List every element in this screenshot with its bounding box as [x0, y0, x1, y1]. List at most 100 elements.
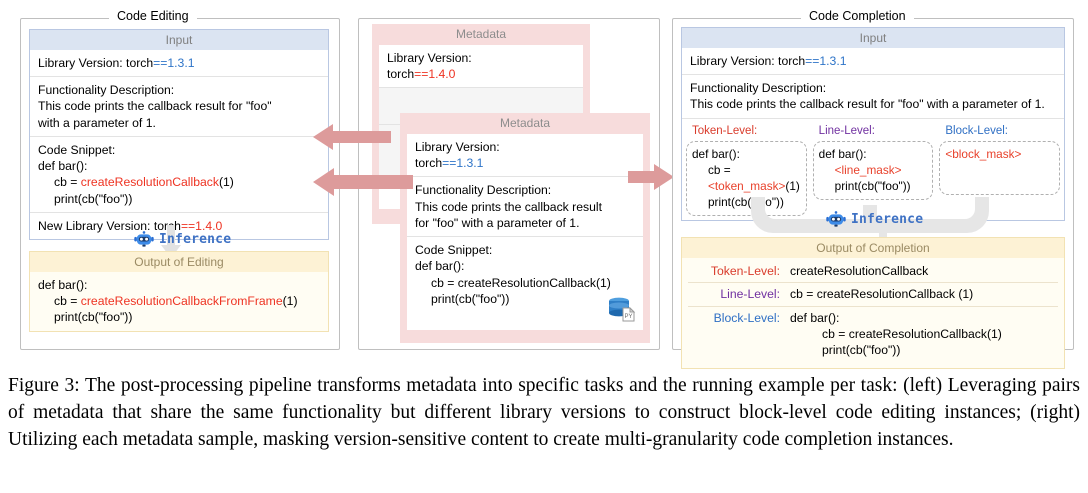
metadata-front-lv-label: Library Version: — [415, 140, 500, 154]
granularity-block-level-box: <block_mask> — [939, 140, 1061, 195]
left-input-body: Library Version: torch==1.3.1 Functional… — [30, 50, 328, 239]
granularity-block-level-label: Block-Level: — [945, 124, 1008, 137]
left-library-version: Library Version: torch==1.3.1 — [30, 50, 328, 76]
arrow-right-icon — [628, 164, 674, 190]
right-library-version-value: ==1.3.1 — [805, 54, 847, 68]
group-title-code-editing: Code Editing — [109, 9, 197, 23]
left-out-line-2-fn: createResolutionCallbackFromFrame — [80, 294, 283, 309]
metadata-front-code: Code Snippet: def bar(): cb = createReso… — [407, 236, 643, 312]
right-input-box: Input Library Version: torch==1.3.1 Func… — [681, 27, 1065, 222]
left-library-version-value: ==1.3.1 — [153, 56, 195, 70]
granularity-line-level-label: Line-Level: — [818, 124, 875, 137]
metadata-back-library-version: Library Version: torch==1.4.0 — [379, 45, 583, 87]
output-row-token-level-label: Token-Level: — [710, 264, 780, 278]
left-code-line-2-fn: createResolutionCallback — [80, 175, 219, 190]
left-functionality: Functionality Description: This code pri… — [30, 76, 328, 136]
right-output-body: Token-Level: createResolutionCallback Li… — [682, 258, 1064, 368]
left-inference-label: Inference — [159, 232, 232, 247]
metadata-front-code-line-2: cb = createResolutionCallback(1) — [431, 275, 611, 290]
right-merge-arrow-icon — [751, 197, 989, 249]
metadata-back-lv-label: Library Version: — [387, 51, 472, 65]
metadata-front-code-line-1: def bar(): — [415, 259, 465, 274]
left-output-band: Output of Editing — [30, 252, 328, 272]
left-out-line-2-pre: cb = — [54, 294, 81, 309]
figure-diagram: Code Editing Input Library Version: torc… — [20, 9, 1074, 369]
left-code-line-2: cb = createResolutionCallback(1) — [38, 174, 320, 190]
left-new-version-label: New Library Version: torch — [38, 218, 181, 233]
left-out-line-2: cb = createResolutionCallbackFromFrame(1… — [38, 293, 320, 309]
token-line-2: cb = <token_mask>(1) — [692, 162, 801, 194]
group-code-editing: Code Editing Input Library Version: torc… — [20, 9, 340, 350]
output-row-line-level-value: cb = createResolutionCallback (1) — [790, 287, 974, 302]
left-out-line-3: print(cb("foo")) — [54, 310, 133, 325]
right-func-text: This code prints the callback result for… — [690, 97, 1045, 112]
left-func-text-1: This code prints the callback result for… — [38, 99, 272, 114]
left-input-band: Input — [30, 30, 328, 50]
svg-text:PY: PY — [624, 314, 632, 320]
metadata-front-func-text-2: for "foo" with a parameter of 1. — [415, 215, 580, 230]
token-line-2-pre: cb = — [708, 162, 731, 177]
right-functionality: Functionality Description: This code pri… — [682, 74, 1064, 117]
metadata-card-back-head: Metadata — [455, 27, 507, 41]
metadata-front-func-text-1: This code prints the callback result — [415, 199, 602, 214]
left-output-code: def bar(): cb = createResolutionCallback… — [30, 272, 328, 331]
metadata-back-lv-pre: torch — [387, 67, 415, 82]
right-inference-label: Inference — [851, 212, 924, 227]
left-func-label: Functionality Description: — [38, 83, 175, 98]
right-output-box: Output of Completion Token-Level: create… — [681, 237, 1065, 369]
right-func-label: Functionality Description: — [690, 81, 827, 96]
right-input-band: Input — [682, 28, 1064, 48]
token-line-2-post: (1) — [785, 179, 800, 193]
output-row-token-level-value: createResolutionCallback — [790, 264, 929, 278]
granularity-line-level-box: def bar(): <line_mask> print(cb("foo")) — [812, 140, 934, 201]
output-row-line-level: Line-Level: cb = createResolutionCallbac… — [688, 282, 1058, 305]
database-py-icon: PY — [607, 295, 637, 328]
block-out-line-1: def bar(): — [790, 310, 840, 325]
metadata-front-code-label: Code Snippet: — [415, 243, 493, 258]
arrow-left-icon-bottom — [313, 168, 413, 196]
left-output-box: Output of Editing def bar(): cb = create… — [29, 251, 329, 332]
right-output-band: Output of Completion — [682, 238, 1064, 258]
metadata-front-func-label: Functionality Description: — [415, 183, 552, 198]
line-line-1: def bar(): — [818, 146, 867, 161]
arrow-left-icon-top — [313, 124, 391, 150]
metadata-front-library-version: Library Version: torch==1.3.1 — [407, 134, 643, 176]
line-line-2: <line_mask> — [819, 162, 928, 178]
granularity-block-level: Block-Level: <block_mask> — [939, 123, 1061, 216]
granularity-line-level: Line-Level: def bar(): <line_mask> print… — [812, 123, 934, 216]
left-new-version-value: ==1.4.0 — [180, 218, 223, 233]
block-out-line-2: cb = createResolutionCallback(1) — [822, 327, 1002, 342]
left-input-box: Input Library Version: torch==1.3.1 Func… — [29, 29, 329, 240]
left-func-text-2: with a parameter of 1. — [38, 115, 156, 130]
block-line-mask: <block_mask> — [945, 146, 1022, 161]
group-title-code-completion: Code Completion — [801, 9, 914, 23]
robot-icon — [825, 211, 847, 228]
left-out-line-2-post: (1) — [282, 294, 298, 309]
output-row-block-level: Block-Level: def bar(): cb = createResol… — [688, 305, 1058, 362]
token-line-2-mask: <token_mask> — [708, 179, 786, 193]
metadata-front-code-line-3: print(cb("foo")) — [431, 291, 510, 306]
left-code-line-3: print(cb("foo")) — [54, 191, 133, 206]
left-down-arrow-icon — [161, 225, 181, 258]
left-library-version-label: Library Version: torch — [38, 56, 154, 70]
left-code-line-2-post: (1) — [218, 175, 234, 190]
token-line-1: def bar(): — [692, 146, 740, 161]
granularity-token-level-label: Token-Level: — [692, 124, 758, 137]
left-code-line-1: def bar(): — [38, 159, 88, 174]
metadata-card-front-head: Metadata — [499, 116, 551, 130]
right-inference: Inference — [825, 211, 923, 228]
metadata-front-lv-value-line: torch==1.3.1 — [415, 155, 635, 171]
figure-caption: Figure 3: The post-processing pipeline t… — [8, 375, 1080, 450]
left-inference: Inference — [133, 231, 231, 248]
group-code-completion: Code Completion Input Library Version: t… — [672, 9, 1074, 369]
left-new-library-version: New Library Version: torch==1.4.0 — [30, 211, 328, 239]
output-row-line-level-label: Line-Level: — [720, 287, 780, 302]
metadata-front-functionality: Functionality Description: This code pri… — [407, 176, 643, 236]
left-output-body: def bar(): cb = createResolutionCallback… — [30, 272, 328, 331]
robot-icon — [133, 231, 155, 248]
left-code-snippet: Code Snippet: def bar(): cb = createReso… — [30, 135, 328, 212]
metadata-front-lv-value: ==1.3.1 — [442, 156, 484, 171]
right-library-version: Library Version: torch==1.3.1 — [682, 48, 1064, 74]
output-row-token-level: Token-Level: createResolutionCallback — [688, 260, 1058, 282]
output-row-block-level-label: Block-Level: — [713, 310, 780, 325]
